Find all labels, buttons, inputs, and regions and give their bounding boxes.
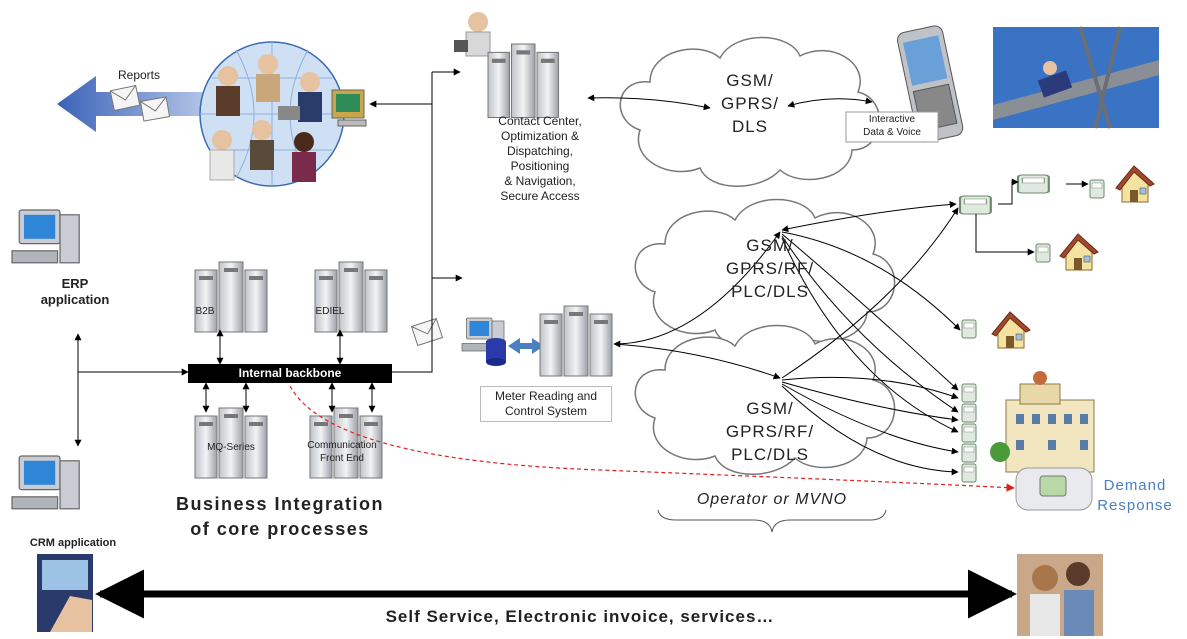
house-icon <box>1115 165 1155 203</box>
meter-icon <box>961 383 977 403</box>
meter-icon <box>961 403 977 423</box>
bidirectional-arrow-icon <box>508 338 544 354</box>
contact-center-label: Contact Center, Optimization & Dispatchi… <box>498 114 582 203</box>
meter-icon <box>961 443 977 463</box>
meter-icon <box>1016 173 1050 195</box>
desktop-computer-icon <box>11 209 80 264</box>
house-icon <box>991 311 1031 349</box>
crm-application-label: CRM application <box>29 537 117 549</box>
cloud-gsm-rf-plc-label-2: GSM/ GPRS/RF/ PLC/DLS <box>725 399 815 464</box>
interactive-label-box <box>845 111 939 143</box>
desktop-computer-icon <box>331 89 367 127</box>
self-service-label: Self Service, Electronic invoice, servic… <box>385 607 775 626</box>
b2b-label: B2B <box>195 306 215 317</box>
operator-mvno-label: Operator or MVNO <box>696 491 848 508</box>
server-icon <box>314 261 388 333</box>
connector-lines <box>74 68 1089 619</box>
lineman-photo <box>993 26 1159 129</box>
cloud-icon <box>619 36 881 187</box>
reports-label: Reports <box>117 68 161 82</box>
cloud-gsm-gprs-dls-label: GSM/ GPRS/ DLS <box>721 71 779 136</box>
contact-center-server-icon <box>487 43 560 119</box>
meter-icon <box>1089 179 1105 199</box>
internal-backbone-label: Internal backbone <box>238 366 342 380</box>
laptop-user-photo <box>37 554 93 632</box>
business-integration-label: Business Integration of core processes <box>175 494 385 540</box>
thermostat-icon <box>1015 467 1093 511</box>
erp-application-label: ERP application <box>40 276 110 308</box>
communication-front-end-label: Communication Front End <box>307 440 377 464</box>
server-icon <box>194 261 268 333</box>
server-icon <box>539 305 613 377</box>
demand-response-dashed-line <box>289 385 1015 492</box>
ediel-label: EDIEL <box>315 306 345 317</box>
meter-icon <box>961 423 977 443</box>
desktop-computer-icon <box>11 455 80 510</box>
database-icon <box>486 338 506 366</box>
internal-backbone-bar <box>188 364 392 383</box>
envelope-icon <box>410 317 444 347</box>
person-at-desk-icon <box>454 12 491 57</box>
demand-response-label: Demand Response <box>1097 477 1173 515</box>
couple-photo <box>1017 554 1103 636</box>
meter-reading-label: Meter Reading and Control System <box>480 386 612 422</box>
building-icon <box>990 371 1095 473</box>
cloud-gsm-rf-plc-label-1: GSM/ GPRS/RF/ PLC/DLS <box>725 236 815 301</box>
meter-icon <box>961 319 977 339</box>
mq-series-label: MQ-Series <box>207 442 255 453</box>
envelope-icon <box>109 84 171 122</box>
group-meeting-icon <box>199 41 345 187</box>
meter-icon <box>958 194 992 216</box>
house-icon <box>1059 233 1099 271</box>
meter-icon <box>1035 243 1051 263</box>
interactive-data-voice-label: Interactive Data & Voice <box>863 114 921 138</box>
meter-icon <box>961 463 977 483</box>
